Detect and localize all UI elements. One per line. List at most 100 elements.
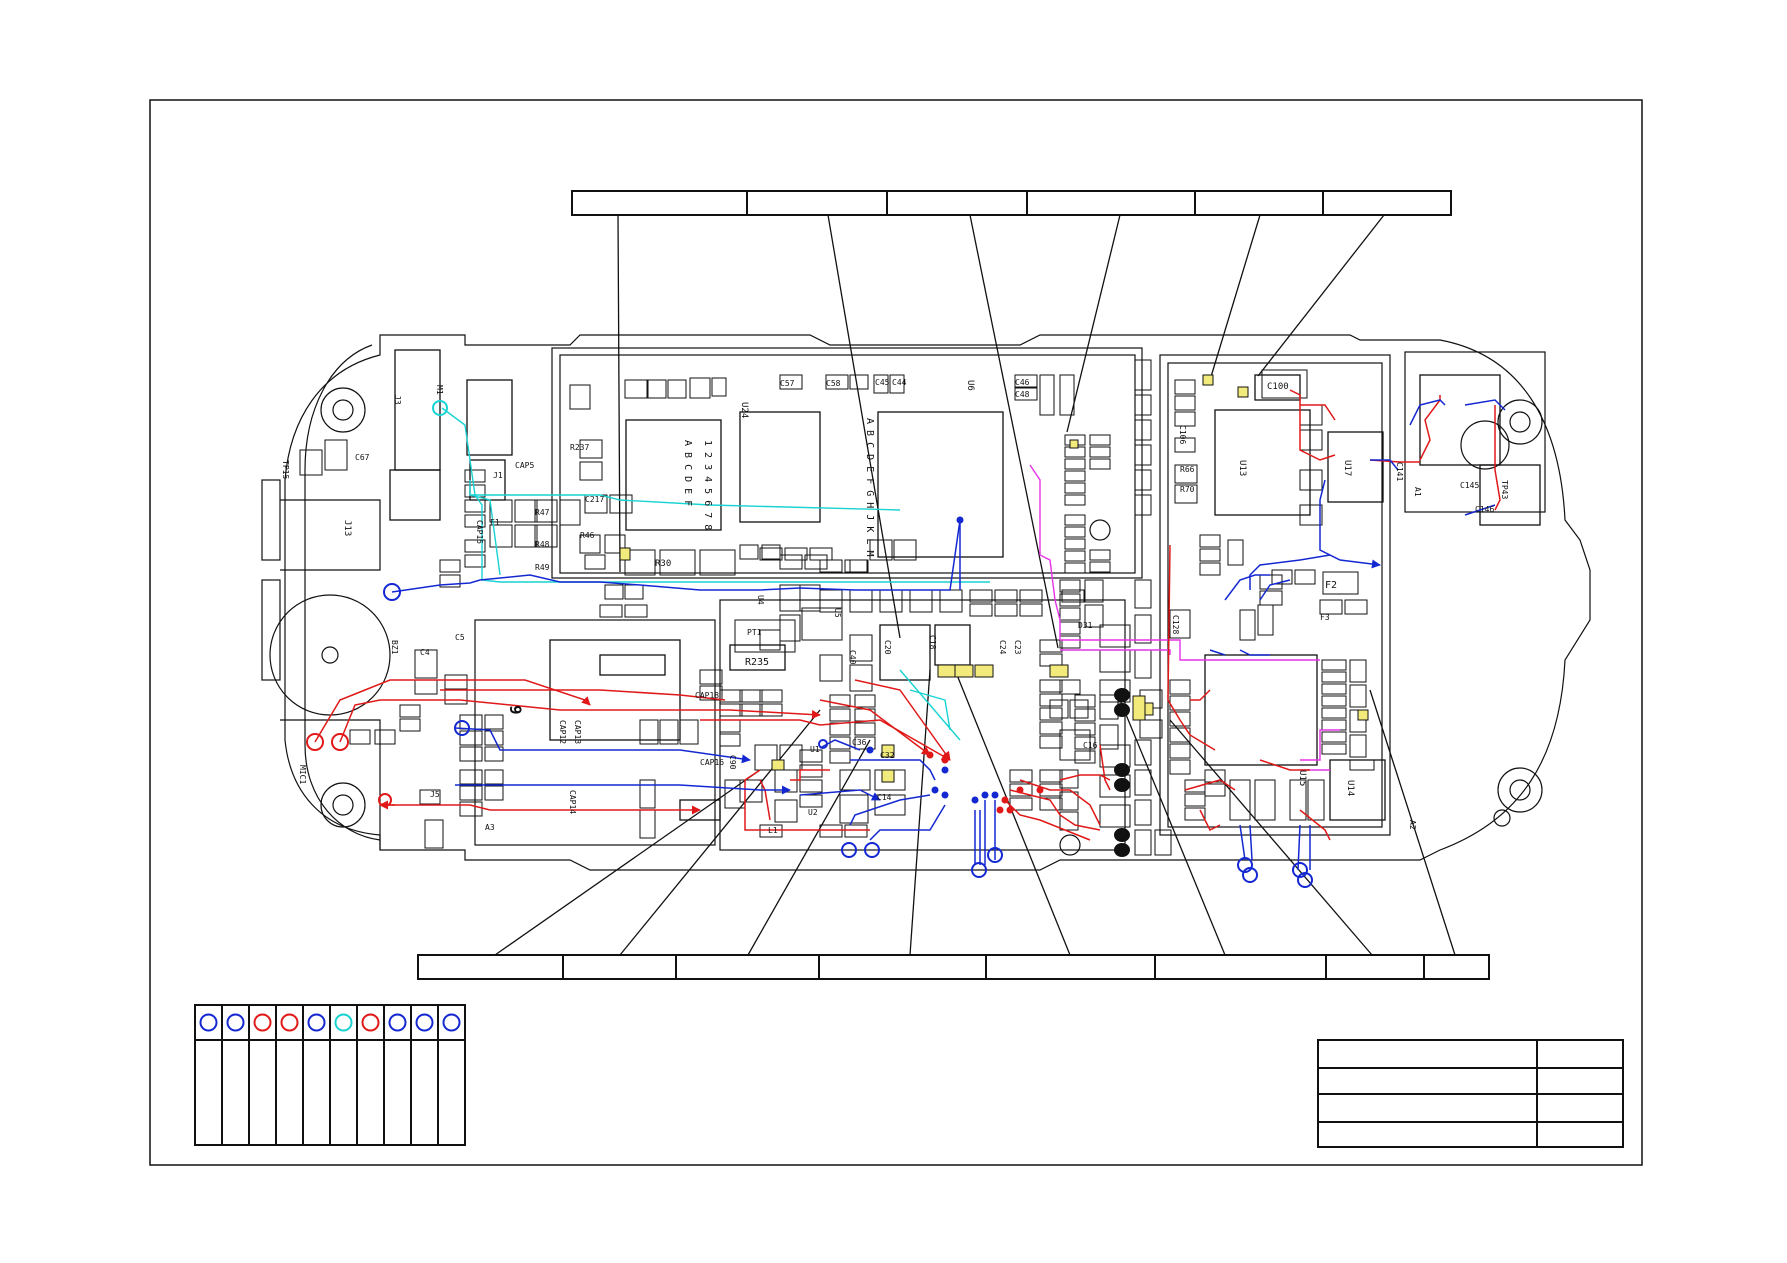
- component-labels: U24 A B C D E F 1 2 3 4 5 6 7 8 U6 A B C…: [281, 378, 1509, 835]
- label-f3: F3: [1320, 613, 1330, 622]
- label-tp43: TP43: [1500, 480, 1509, 499]
- top-callout-boxes: [571, 190, 1452, 216]
- label-u14: U14: [1345, 780, 1355, 796]
- label-u4: U4: [756, 595, 765, 605]
- red-traces: [314, 389, 1501, 841]
- legend-table: [194, 1004, 466, 1146]
- legend-circle-blue: [442, 1013, 461, 1032]
- label-c45: C45: [875, 378, 890, 387]
- label-c106: C106: [1178, 425, 1187, 444]
- label-bz1: BZ1: [390, 640, 399, 655]
- label-c36: C36: [852, 738, 867, 747]
- label-c128: C128: [1171, 615, 1180, 634]
- chip-u14: [1329, 759, 1386, 821]
- label-cap16: CAP16: [700, 758, 724, 767]
- legend-circle-blue: [226, 1013, 245, 1032]
- board-test-circles: [306, 400, 1313, 888]
- chip-u15: [1204, 654, 1318, 766]
- chip-u17: [1327, 431, 1384, 503]
- label-r46: R46: [580, 531, 595, 540]
- label-a1: A1: [1413, 487, 1422, 497]
- label-r70: R70: [1180, 485, 1195, 494]
- label-u17: U17: [1342, 460, 1352, 476]
- legend-circle-red: [280, 1013, 299, 1032]
- label-j5: J5: [430, 790, 440, 799]
- screw-hole-bottom-left: [320, 782, 366, 828]
- label-dot9: 9: [506, 705, 525, 715]
- label-c48: C48: [1015, 390, 1030, 399]
- label-c58: C58: [826, 379, 841, 388]
- label-c18: C18: [928, 635, 937, 650]
- magenta-traces: [1029, 464, 1340, 771]
- label-j13: J13: [342, 520, 352, 536]
- label-r30: R30: [655, 559, 671, 569]
- label-c46: C46: [1015, 378, 1030, 387]
- label-cap15: CAP15: [475, 520, 484, 544]
- label-c90: C90: [728, 755, 737, 770]
- yellow-test-pads: [619, 374, 1369, 783]
- legend-circle-red: [253, 1013, 272, 1032]
- phone-outline: [261, 334, 1591, 871]
- legend-circle-blue: [388, 1013, 407, 1032]
- screw-holes: [269, 387, 1543, 856]
- label-cap12: CAP12: [558, 720, 567, 744]
- label-c40: C40: [848, 650, 857, 665]
- cyan-traces: [441, 407, 990, 741]
- label-j3: J3: [393, 395, 402, 405]
- chip-u24: [625, 419, 722, 531]
- label-cap14: CAP14: [568, 790, 577, 814]
- label-c67: C67: [355, 453, 370, 462]
- legend-circle-blue: [307, 1013, 326, 1032]
- label-r66: R66: [1180, 465, 1195, 474]
- label-d31: D31: [1078, 621, 1093, 630]
- label-tp15: TP15: [281, 460, 290, 479]
- label-r47: R47: [535, 508, 550, 517]
- label-c14: C14: [877, 793, 892, 802]
- legend-circle-cyan: [334, 1013, 353, 1032]
- label-u6: U6: [965, 380, 975, 391]
- label-r49: R49: [535, 563, 550, 572]
- label-c217: C217: [585, 495, 604, 504]
- label-j1: J1: [493, 471, 503, 480]
- label-c44: C44: [892, 378, 907, 387]
- label-bga-rows: A B C D E F G H J K L M: [864, 418, 875, 556]
- screw-hole-top-left: [320, 387, 366, 433]
- label-cap13: CAP13: [573, 720, 582, 744]
- screw-hole-bottom-right: [1497, 767, 1543, 813]
- drawing-frame: [149, 99, 1643, 1166]
- label-c141: C141: [1395, 462, 1404, 481]
- tp43-pad: [1479, 464, 1541, 526]
- blue-traces: [391, 399, 1506, 871]
- label-mic1: MIC1: [298, 765, 307, 784]
- label-r48: R48: [535, 540, 550, 549]
- label-c23: C23: [1013, 640, 1022, 655]
- chip-u6-bga: [877, 411, 1004, 558]
- label-c146: C146: [1475, 505, 1494, 514]
- blue-pads: [866, 516, 999, 804]
- label-c20: C20: [883, 640, 892, 655]
- label-f2: F2: [1325, 580, 1337, 591]
- label-f1: F1: [490, 518, 500, 527]
- legend-circle-red: [361, 1013, 380, 1032]
- label-u24: U24: [739, 402, 749, 418]
- label-r237: R237: [570, 443, 589, 452]
- label-pt1: PT1: [747, 628, 762, 637]
- legend-circle-blue: [199, 1013, 218, 1032]
- black-pads: [1114, 688, 1130, 857]
- legend-cells: [199, 1005, 461, 1145]
- label-chip-rows: A B C D E F: [682, 440, 693, 506]
- label-u13: U13: [1237, 460, 1247, 476]
- label-c32: C32: [880, 751, 895, 760]
- label-l1: L1: [768, 826, 778, 835]
- label-a2: A2: [1408, 820, 1417, 830]
- label-c16: C16: [1083, 741, 1098, 750]
- screw-hole-top-right: [1497, 399, 1543, 445]
- bottom-callout-boxes: [417, 954, 1490, 980]
- red-pads: [926, 751, 1044, 814]
- label-c57: C57: [780, 379, 795, 388]
- legend-circle-blue: [415, 1013, 434, 1032]
- label-c145: C145: [1460, 481, 1479, 490]
- label-c5: C5: [455, 633, 465, 642]
- label-cap18: CAP18: [695, 691, 719, 700]
